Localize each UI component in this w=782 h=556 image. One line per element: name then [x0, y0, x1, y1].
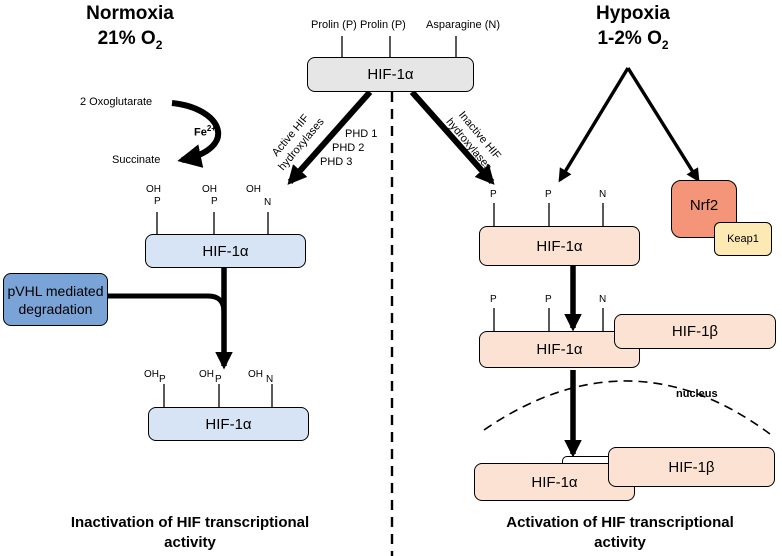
right-mark-n-1: N [599, 189, 607, 200]
left-mark-oh-5: OH [199, 369, 214, 380]
nucleus-label: nucleus [676, 388, 718, 400]
iron-label: Fe2+ [194, 124, 216, 139]
left-mark-oh-1: OH [146, 184, 161, 195]
right-mark-p-3: P [490, 294, 497, 305]
normoxia-oxygen: 21% O2 [97, 28, 163, 52]
right-mark-p-4: P [545, 294, 552, 305]
succinate-label: Succinate [112, 154, 161, 166]
hif1a-left-box-2: HIF-1α [148, 407, 309, 441]
hif1b-right-box-2: HIF-1β [608, 447, 775, 487]
hypoxia-title: Hypoxia [596, 3, 670, 24]
hif1a-left-box-1: HIF-1α [145, 234, 306, 268]
active-hydroxylase-arrow [287, 90, 373, 185]
left-mark-p-3: P [159, 374, 166, 385]
left-mark-p-2: P [211, 196, 218, 207]
left-mark-n-2: N [266, 374, 274, 385]
left-footer-line-1: Inactivation of HIF transcriptional [70, 514, 310, 531]
left-mark-p-1: P [154, 196, 161, 207]
left-footer-line-2: activity [164, 534, 216, 551]
site-label-prolin-2: Prolin (P) [360, 19, 406, 31]
inactive-hydroxylase-arrow [409, 90, 495, 185]
hif1a-top-box: HIF-1α [307, 57, 474, 92]
pvhl-line [108, 293, 227, 313]
hypoxia-oxygen: 1-2% O2 [597, 28, 669, 52]
left-mark-oh-6: OH [248, 369, 263, 380]
right-footer-line-1: Activation of HIF transcriptional [506, 514, 734, 531]
left-mark-oh-4: OH [144, 369, 159, 380]
hif1b-right-box-1: HIF-1β [614, 314, 776, 349]
nucleus-boundary [483, 380, 771, 435]
left-mark-oh-2: OH [202, 184, 217, 195]
right-mark-n-2: N [599, 294, 607, 305]
right-footer-line-2: activity [594, 534, 646, 551]
phd2-label: PHD 2 [332, 142, 365, 154]
right-mark-p-1: P [490, 189, 497, 200]
site-label-asparagine: Asparagine (N) [426, 19, 500, 31]
left-mark-p-4: P [215, 374, 222, 385]
hif1a-right-box-2: HIF-1α [479, 331, 640, 368]
left-mark-n-1: N [264, 197, 272, 208]
normoxia-title: Normoxia [86, 3, 174, 24]
oxoglutarate-label: 2 Oxoglutarate [80, 96, 153, 108]
keap1-box: Keap1 [714, 222, 772, 256]
oxoglutarate-arrow [171, 100, 222, 168]
hypoxia-arrow-right [626, 67, 700, 183]
site-label-prolin-1: Prolin (P) [311, 19, 357, 31]
left-mark-oh-3: OH [246, 184, 261, 195]
phd1-label: PHD 1 [345, 128, 378, 140]
hif1a-right-box-1: HIF-1α [479, 226, 640, 266]
phd3-label: PHD 3 [320, 156, 353, 168]
hypoxia-arrow-left [558, 67, 630, 183]
right-mark-p-2: P [545, 189, 552, 200]
